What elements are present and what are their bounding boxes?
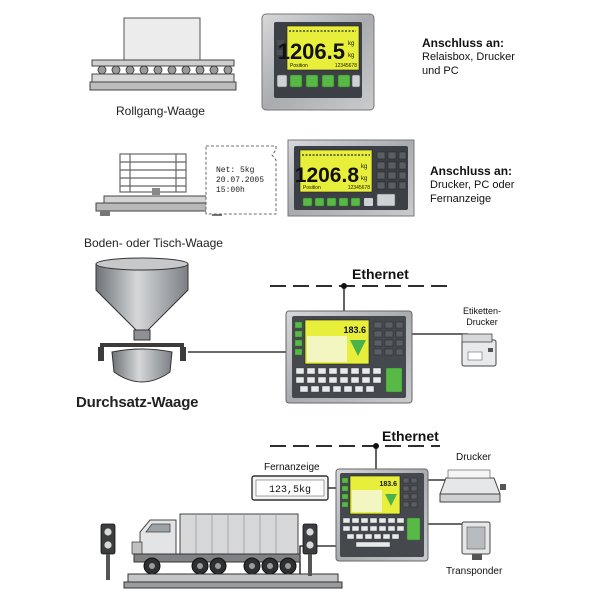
weighing-terminal-row2	[287, 139, 415, 217]
row1-unit-top: kg	[348, 41, 354, 47]
floor-bench-scale	[95, 153, 227, 216]
floor-scale-caption: Boden- oder Tisch-Waage	[84, 236, 223, 250]
row2-connection-heading: Anschluss an:	[430, 164, 513, 178]
network-lines-row3	[188, 285, 468, 353]
ticket-printer	[439, 469, 506, 503]
row1-connection-info: Anschluss an: Relaisbox, Drucker und PC	[422, 36, 515, 78]
row1-connection-heading: Anschluss an:	[422, 36, 505, 50]
weighing-terminal-row1	[261, 13, 375, 111]
weighing-terminal-row4	[335, 468, 429, 562]
rollgang-caption: Rollgang-Waage	[116, 104, 205, 118]
row2-connection-line1: Drucker, PC oder	[430, 179, 515, 191]
row2-unit-bottom: kg	[361, 176, 367, 182]
receipt-line-time: 15:00h	[216, 186, 245, 195]
label-printer	[461, 333, 497, 367]
receipt-line-date: 20.07.2005	[216, 176, 264, 185]
label-printer-label-line2: Drucker	[466, 317, 498, 327]
row2-connection-line2: Fernanzeige	[430, 193, 492, 205]
row2-weight-value: 1206.8	[295, 164, 360, 187]
weighing-terminal-row3	[285, 310, 413, 404]
transponder-reader	[461, 521, 491, 560]
throughput-scale-caption: Durchsatz-Waage	[76, 394, 199, 411]
transponder-label: Transponder	[446, 566, 503, 577]
row1-connection-line1: Relaisbox, Drucker	[422, 51, 515, 63]
receipt-line-net: Net: 5kg	[216, 166, 255, 175]
traffic-light-right	[302, 523, 318, 576]
traffic-light-left	[100, 523, 116, 580]
row1-unit-bottom: kg	[348, 53, 354, 59]
truck	[131, 513, 301, 575]
truck-weighbridge	[123, 573, 343, 589]
row3-ethernet-label: Ethernet	[352, 266, 409, 282]
row2-unit-top: kg	[361, 164, 367, 170]
row1-position-label: Position	[290, 63, 308, 69]
row4-ethernet-label: Ethernet	[382, 428, 439, 444]
row3-weight-value: 183.6	[343, 325, 366, 335]
row2-terminal-id: 12345678	[348, 185, 370, 191]
label-printer-label: Etiketten- Drucker	[456, 306, 508, 328]
row4-weight-value: 183.6	[379, 481, 397, 488]
remote-display-value: 123,5kg	[269, 484, 311, 496]
network-lines-row4	[270, 445, 479, 578]
row1-terminal-id: 12345678	[335, 63, 357, 69]
hopper-scale	[95, 257, 189, 383]
printer-label: Drucker	[456, 452, 492, 463]
row2-position-label: Position	[303, 185, 321, 191]
receipt-paper	[205, 145, 277, 215]
roller-conveyor-scale	[89, 17, 237, 91]
row1-connection-line2: und PC	[422, 65, 459, 77]
network-node-row3	[341, 283, 347, 289]
remote-display-label: Fernanzeige	[264, 462, 320, 473]
row1-weight-value: 1206.5	[278, 39, 345, 64]
label-printer-label-line1: Etiketten-	[462, 306, 502, 316]
remote-display	[251, 475, 329, 501]
row2-connection-info: Anschluss an: Drucker, PC oder Fernanzei…	[430, 164, 514, 206]
network-node-row4	[373, 443, 379, 449]
